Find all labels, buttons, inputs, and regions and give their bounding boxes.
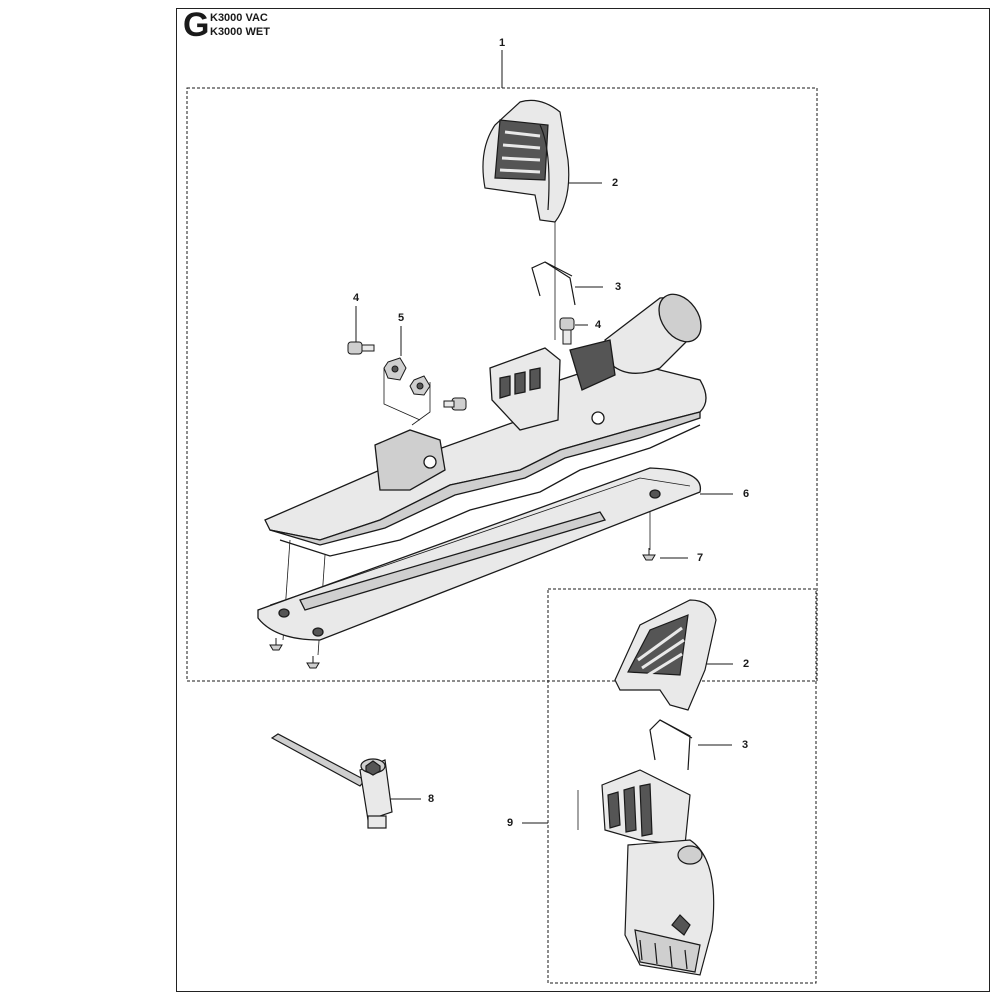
callout-4-left: 4 xyxy=(352,292,360,304)
callout-3-top: 3 xyxy=(614,281,622,293)
spring-clip-part-3 xyxy=(531,261,576,306)
callout-7: 7 xyxy=(696,552,704,564)
model-name-vac: K3000 VAC xyxy=(210,12,268,24)
handle-body xyxy=(264,293,707,557)
screw-part-7 xyxy=(269,548,656,669)
base-plate-part-6 xyxy=(257,467,702,641)
assembly-group-9-box xyxy=(547,588,817,984)
callout-5: 5 xyxy=(397,312,405,324)
nut-part-5 xyxy=(383,357,431,396)
t-wrench-part-8 xyxy=(270,733,393,829)
model-name-wet: K3000 WET xyxy=(210,26,270,38)
callout-2-top: 2 xyxy=(611,177,619,189)
callout-8: 8 xyxy=(427,793,435,805)
callout-3-bottom: 3 xyxy=(741,739,749,751)
diagram-frame xyxy=(176,8,990,992)
screw-part-4-mid xyxy=(443,397,467,411)
screw-part-4-top xyxy=(559,317,575,345)
callout-6: 6 xyxy=(742,488,750,500)
grip-part-2-kit xyxy=(614,599,717,711)
handle-assembly-part-9 xyxy=(601,769,715,976)
upper-handle-grip-part-2 xyxy=(482,99,570,223)
callout-2-bottom: 2 xyxy=(742,658,750,670)
callout-9: 9 xyxy=(506,817,514,829)
screw-part-4-left xyxy=(347,341,375,355)
section-letter: G xyxy=(183,6,210,44)
spring-clip-part-3-kit xyxy=(649,719,693,771)
callout-1: 1 xyxy=(498,37,506,49)
callout-4-right: 4 xyxy=(594,319,602,331)
